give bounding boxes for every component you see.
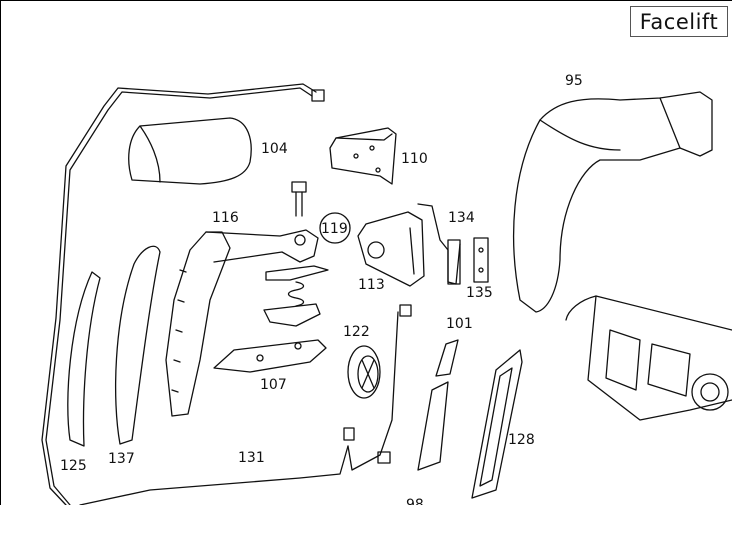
part-135-strip xyxy=(474,238,488,282)
label-135: 135 xyxy=(466,285,493,301)
label-131: 131 xyxy=(238,450,265,466)
cable-131 xyxy=(42,84,411,505)
bottom-margin xyxy=(0,505,732,535)
part-128-glass xyxy=(472,350,522,498)
label-110: 110 xyxy=(401,151,428,167)
part-98-glass xyxy=(418,382,448,470)
label-107: 107 xyxy=(260,377,287,393)
label-137: 137 xyxy=(108,451,135,467)
part-116-arm xyxy=(166,230,318,416)
part-110-bracket xyxy=(330,128,396,184)
part-101-glass xyxy=(436,340,458,376)
label-134: 134 xyxy=(448,210,475,226)
label-95: 95 xyxy=(565,73,583,89)
part-107-base xyxy=(214,340,326,372)
part-95-mirror xyxy=(514,92,712,312)
label-119: 119 xyxy=(321,221,348,237)
spring-plate-assembly xyxy=(264,266,328,326)
part-122-ring xyxy=(348,346,380,398)
label-104: 104 xyxy=(261,141,288,157)
part-119-bolt xyxy=(292,182,350,243)
part-113-motor xyxy=(358,212,424,286)
label-122: 122 xyxy=(343,324,370,340)
part-125-glass xyxy=(68,272,100,446)
part-137-shell xyxy=(116,246,160,444)
label-113: 113 xyxy=(358,277,385,293)
facelift-tag: Facelift xyxy=(630,6,728,37)
label-116: 116 xyxy=(212,210,239,226)
label-125: 125 xyxy=(60,458,87,474)
diagram-frame xyxy=(0,0,732,505)
part-134-clip xyxy=(418,204,460,284)
part-104-cover xyxy=(129,118,251,184)
label-101: 101 xyxy=(446,316,473,332)
bus-illustration xyxy=(566,296,732,420)
label-128: 128 xyxy=(508,432,535,448)
